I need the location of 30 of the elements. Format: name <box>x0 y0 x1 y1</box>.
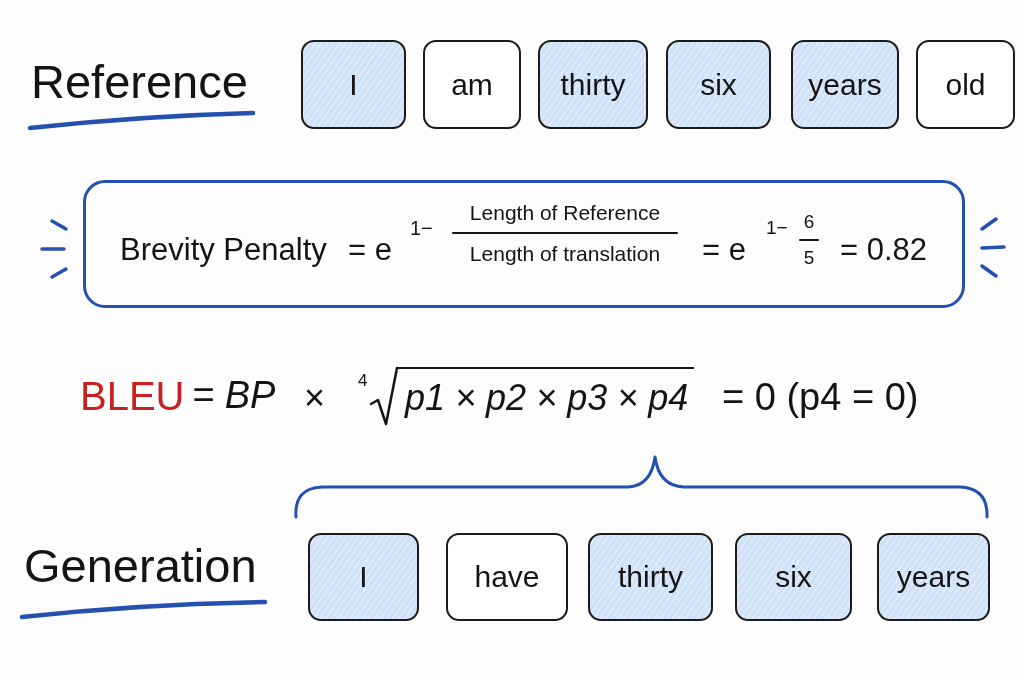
formula-term: = BP <box>192 374 276 418</box>
section-heading: Reference <box>31 54 248 109</box>
root-index: 4 <box>358 371 368 391</box>
operator: × <box>304 377 326 419</box>
highlighted-word-tile: I <box>308 533 419 621</box>
metric-name: BLEU <box>80 373 185 419</box>
highlighted-word-tile: I <box>301 40 406 129</box>
word-tile: am <box>423 40 521 129</box>
formula-result: = 0 (p4 = 0) <box>722 376 919 420</box>
formula-label: Brevity Penalty <box>120 232 327 268</box>
formula-panel <box>83 180 965 308</box>
exponent: 1− <box>410 216 433 240</box>
formula-result: = 0.82 <box>840 232 928 268</box>
radicand: p1 × p2 × p3 × p4 <box>397 366 695 419</box>
highlighted-word-tile: thirty <box>538 40 648 129</box>
formula-term: = e <box>348 232 392 268</box>
formula-term: = e <box>702 232 746 268</box>
fraction-numerator: 6 <box>803 211 815 233</box>
highlighted-word-tile: six <box>666 40 771 129</box>
exponent: 1− <box>766 217 788 239</box>
highlighted-word-tile: six <box>735 533 852 621</box>
fraction-denominator: Length of translation <box>469 241 661 267</box>
fraction-numerator: Length of Reference <box>469 200 661 226</box>
highlighted-word-tile: thirty <box>588 533 713 621</box>
highlighted-word-tile: years <box>877 533 990 621</box>
word-tile: have <box>446 533 568 621</box>
highlighted-word-tile: years <box>791 40 899 129</box>
word-tile: old <box>916 40 1015 129</box>
fraction-denominator: 5 <box>803 247 815 269</box>
section-heading: Generation <box>24 538 257 593</box>
